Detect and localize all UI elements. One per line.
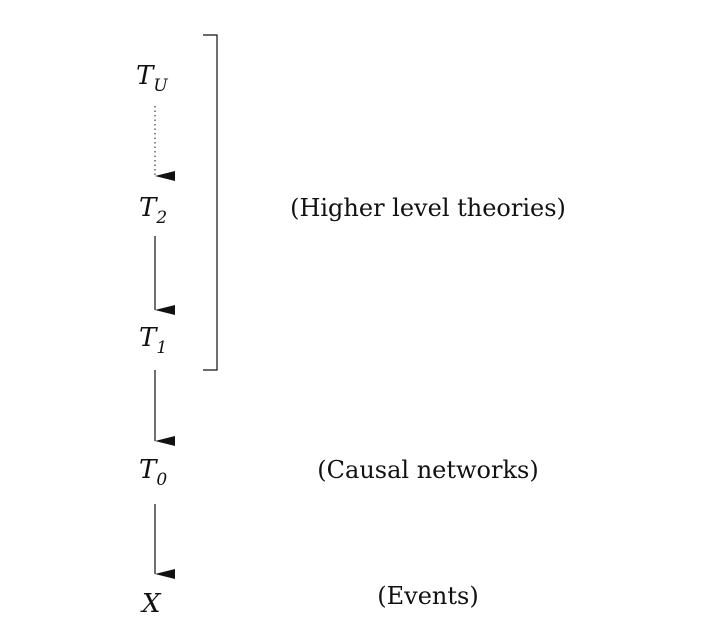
node-t-2: T2: [139, 193, 167, 228]
node-t-u: TU: [136, 61, 168, 96]
node-t-2-subscript: 2: [155, 208, 167, 228]
node-t-0: T0: [139, 455, 167, 490]
node-t-u-subscript: U: [153, 76, 168, 96]
label-events: (Events): [377, 582, 478, 610]
label-higher-level-theories: (Higher level theories): [290, 194, 566, 222]
node-x: X: [140, 589, 162, 619]
node-t-1-subscript: 1: [156, 338, 167, 358]
higher-theories-bracket: [203, 34, 218, 371]
label-causal-networks: (Causal networks): [317, 456, 538, 484]
node-t-0-subscript: 0: [156, 470, 167, 490]
node-t-1: T1: [139, 323, 167, 358]
